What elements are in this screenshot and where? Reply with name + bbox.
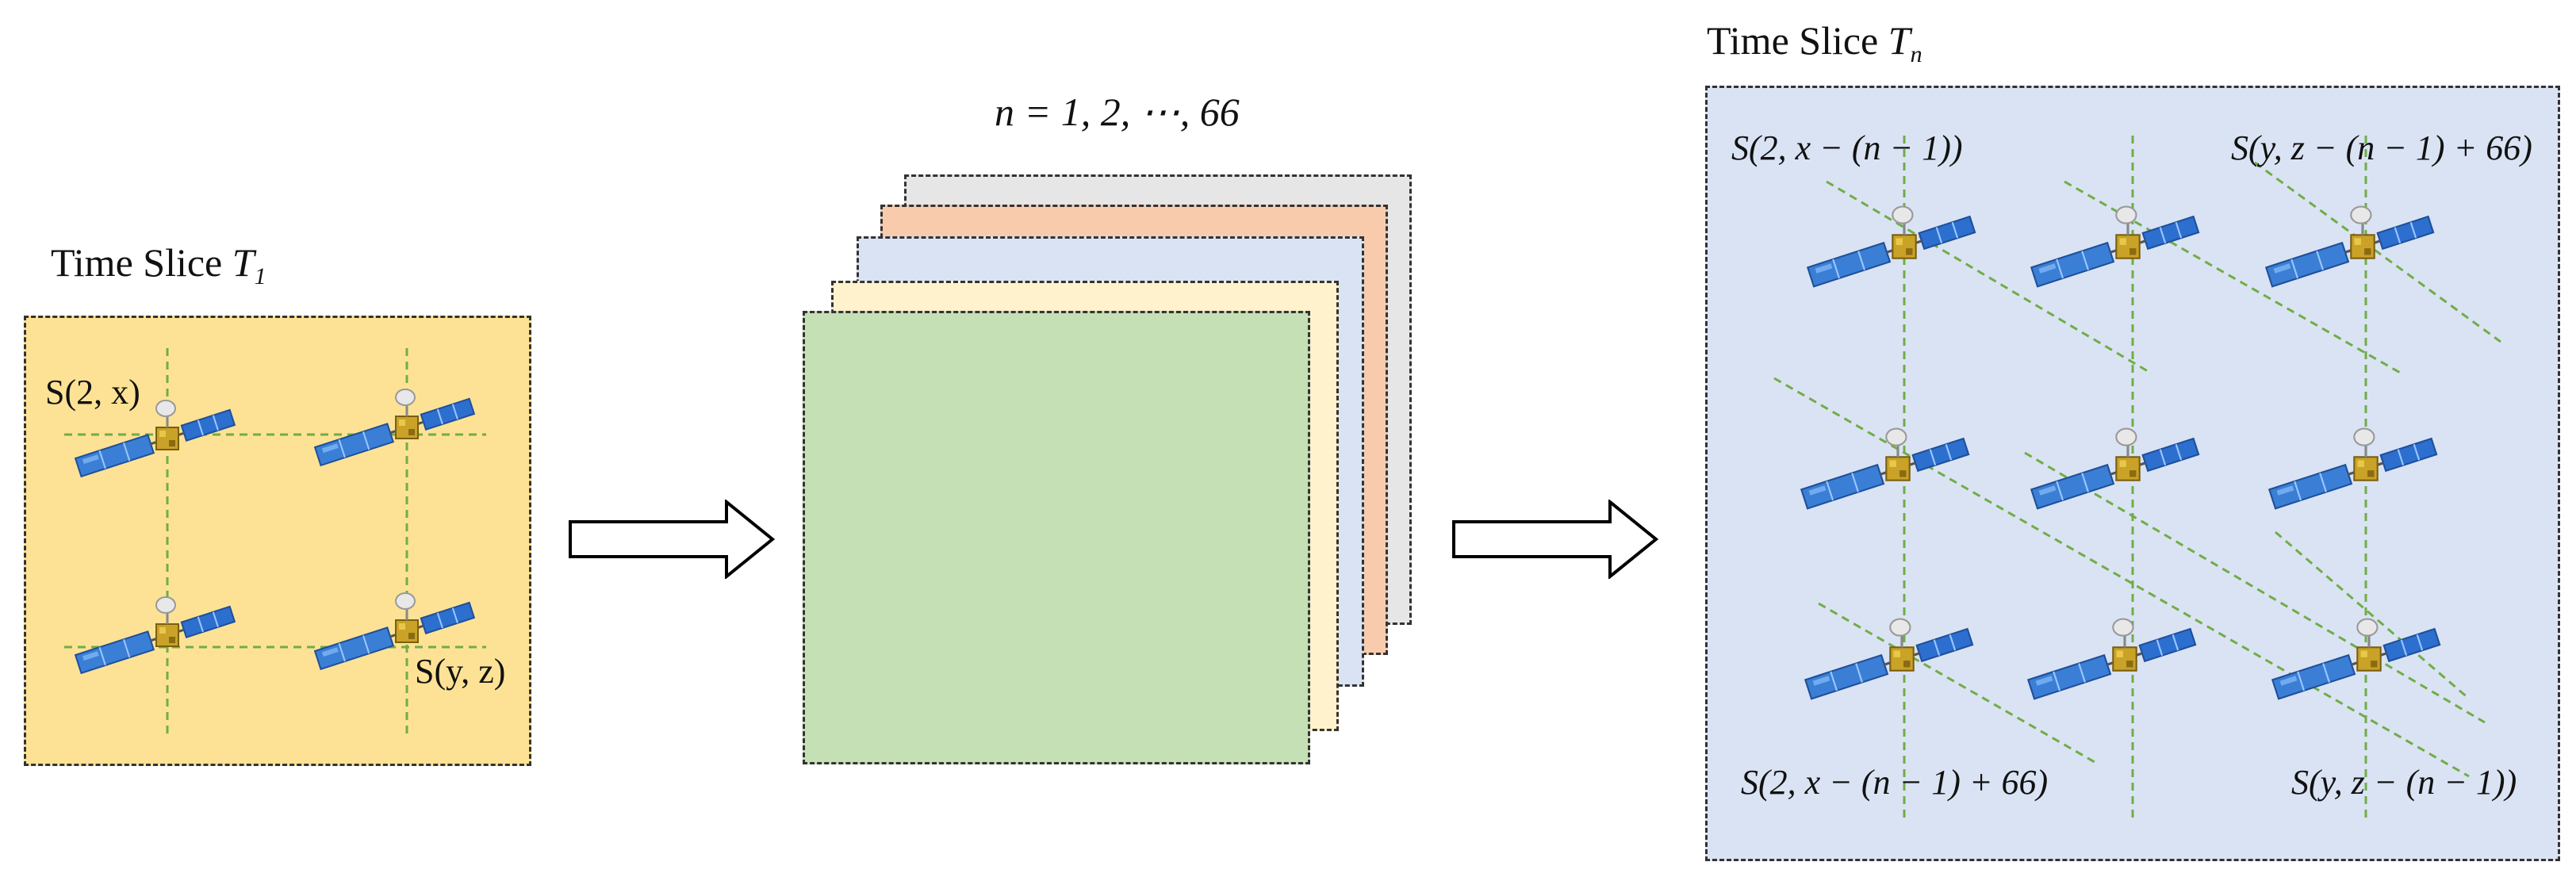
link-line — [2254, 161, 2501, 343]
satellite-icon — [312, 572, 502, 691]
link-line — [2275, 531, 2470, 700]
link-line — [1773, 377, 2470, 778]
sat-label-top-right: S(y, z − (n − 1) + 66) — [2231, 128, 2532, 167]
stack-layer-1 — [803, 311, 1310, 764]
satellite-icon — [2263, 184, 2463, 309]
satellite-icon — [72, 379, 263, 498]
link-line — [1826, 180, 2152, 375]
sat-label-top-left: S(2, x − (n − 1)) — [1731, 128, 1963, 167]
satellite-icon — [72, 576, 263, 695]
satellite-icon — [2025, 596, 2225, 722]
slice-n-title: Time Slice Tn — [1707, 18, 1922, 67]
satellite-icon — [2028, 406, 2228, 531]
satellite-icon — [2028, 184, 2228, 309]
sat-label-bottom-right: S(y, z − (n − 1)) — [2291, 763, 2517, 802]
satellite-icon — [312, 368, 502, 487]
link-line — [2064, 180, 2402, 375]
slice-first-title: Time Slice T1 — [51, 240, 266, 289]
right-arrow-icon — [569, 500, 776, 579]
stack-caption: n = 1, 2, ⋯, 66 — [995, 90, 1240, 134]
time-slice-first-box: S(2, x) S(y, z) — [24, 316, 531, 766]
sat-label-top-left: S(2, x) — [45, 373, 140, 412]
sat-label-bottom-right: S(y, z) — [415, 652, 506, 691]
satellite-icon — [1798, 406, 1998, 531]
sat-label-bottom-left: S(2, x − (n − 1) + 66) — [1741, 763, 2049, 802]
satellite-icon — [2269, 596, 2469, 722]
satellite-icon — [1804, 184, 2004, 309]
satellite-icon — [1802, 596, 2002, 722]
right-arrow-icon — [1452, 500, 1659, 579]
time-slice-n-box: S(2, x − (n − 1)) S(y, z − (n − 1) + 66)… — [1705, 86, 2560, 861]
satellite-icon — [2266, 406, 2466, 531]
